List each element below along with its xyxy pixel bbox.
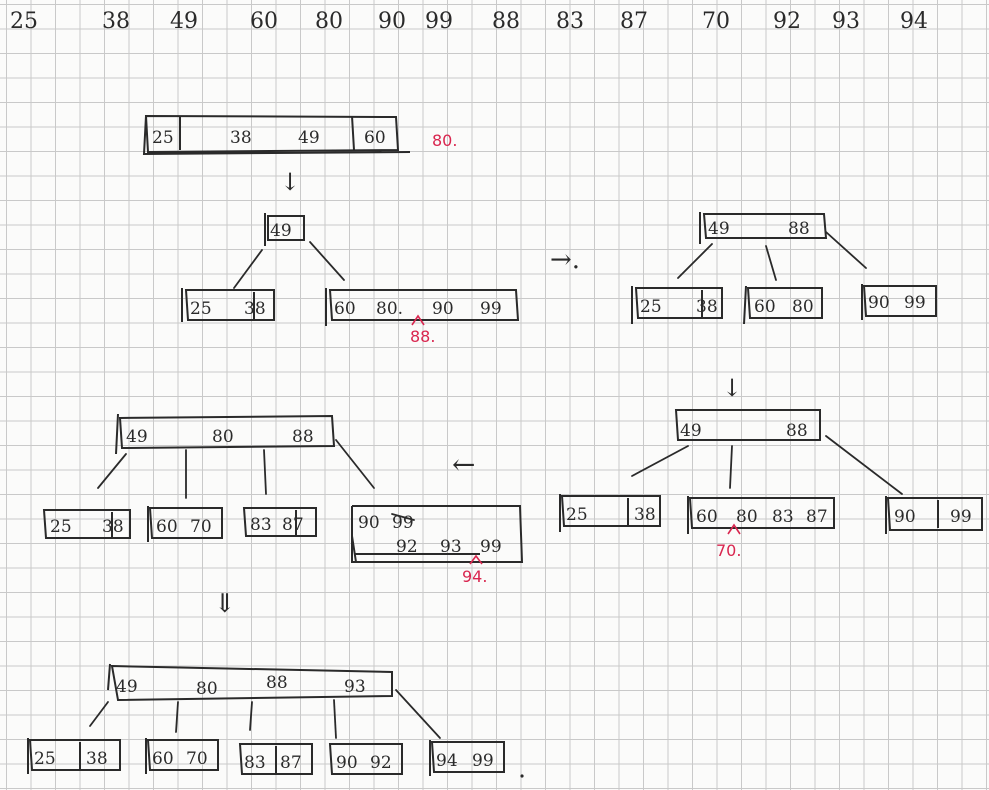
- node-key: 80: [196, 679, 218, 699]
- node-key: 60: [364, 128, 386, 148]
- left-arrow: ←: [452, 448, 475, 481]
- sequence-key: 93: [832, 9, 860, 34]
- node-key: 25: [640, 297, 662, 317]
- node-key: 60: [156, 517, 178, 537]
- node-key: 88: [266, 673, 288, 693]
- step6-tree: 49 80 88 93 25 38 60 70 83 87 90 92 94 9…: [27, 663, 524, 778]
- sequence-key: 94: [900, 9, 928, 34]
- node-key: 49: [126, 427, 148, 447]
- sequence-key: 70: [702, 9, 730, 34]
- node-key: 99: [950, 507, 972, 527]
- node-key: 92: [370, 753, 392, 773]
- sequence-key: 99: [425, 9, 453, 34]
- node-key: 83: [250, 515, 272, 535]
- node-key: 60: [334, 299, 356, 319]
- node-key: 38: [230, 128, 252, 148]
- node-key: 80: [792, 297, 814, 317]
- double-down-arrow: ⇓: [214, 589, 236, 619]
- sequence-key: 87: [620, 9, 648, 34]
- step4-tree: 49 88 25 38 60 80 83 87 70. 90 99: [559, 409, 983, 560]
- key-sequence: 25 38 49 60 80 90 99 88 83 87 70 92 93 9…: [10, 9, 928, 34]
- insert-note: 88.: [410, 327, 435, 346]
- node-key: 25: [566, 505, 588, 525]
- node-key: 38: [634, 505, 656, 525]
- step3-tree: 49 88 25 38 60 80 90 99: [631, 212, 937, 325]
- node-key: 38: [244, 299, 266, 319]
- down-arrow: ↓: [722, 374, 742, 402]
- node-key: 49: [270, 221, 292, 241]
- node-key: 38: [102, 517, 124, 537]
- insert-note: 94.: [462, 567, 487, 586]
- node-key: 88: [292, 427, 314, 447]
- node-key: 99: [392, 513, 414, 533]
- node-key: 87: [280, 753, 302, 773]
- node-key: 90: [358, 513, 380, 533]
- sequence-key: 80: [315, 9, 343, 34]
- node-key: 93: [344, 677, 366, 697]
- node-key: 49: [708, 219, 730, 239]
- sequence-key: 90: [378, 9, 406, 34]
- node-key: 80: [736, 507, 758, 527]
- step5-tree: 49 80 88 25 38 60 70 83 87 90 99 92 93 9…: [42, 413, 524, 586]
- node-key: 38: [86, 749, 108, 769]
- insert-note: 80.: [432, 131, 457, 150]
- node-key: 92: [396, 537, 418, 557]
- node-key: 88: [788, 219, 810, 239]
- node-key: 90: [432, 299, 454, 319]
- node-key: 90: [336, 753, 358, 773]
- node-key: 25: [152, 128, 174, 148]
- node-key: 99: [480, 299, 502, 319]
- right-arrow: →.: [550, 245, 580, 275]
- sequence-key: 83: [556, 9, 584, 34]
- node-key: 60: [152, 749, 174, 769]
- node-key: 90: [894, 507, 916, 527]
- node-key: 70: [186, 749, 208, 769]
- step2-tree: 49 25 38 60 80. 90 99 88.: [181, 213, 520, 346]
- node-key: 87: [806, 507, 828, 527]
- node-key: 90: [868, 293, 890, 313]
- node-key: 70: [190, 517, 212, 537]
- node-key: 87: [282, 515, 304, 535]
- node-key: 88: [786, 421, 808, 441]
- node-key: 60: [696, 507, 718, 527]
- node-key: 80: [212, 427, 234, 447]
- down-arrow: ↓: [280, 168, 300, 196]
- node-key: 93: [440, 537, 462, 557]
- node-key: 99: [904, 293, 926, 313]
- node-key: 99: [472, 751, 494, 771]
- node-key: 49: [298, 128, 320, 148]
- node-key: 60: [754, 297, 776, 317]
- node-key: 25: [34, 749, 56, 769]
- sequence-key: 49: [170, 9, 198, 34]
- node-key: 83: [772, 507, 794, 527]
- node-key: 25: [190, 299, 212, 319]
- sequence-key: 88: [492, 9, 520, 34]
- node-key: 49: [680, 421, 702, 441]
- node-key: 99: [480, 537, 502, 557]
- node-key: 25: [50, 517, 72, 537]
- node-key: 49: [116, 677, 138, 697]
- node-key: 38: [696, 297, 718, 317]
- sequence-key: 60: [250, 9, 278, 34]
- sequence-key: 25: [10, 9, 38, 34]
- sequence-key: 92: [773, 9, 801, 34]
- node-key: 83: [244, 753, 266, 773]
- step1-node: 25 38 49 60 80.: [142, 114, 457, 156]
- node-key: 94: [436, 751, 458, 771]
- insert-note: 70.: [716, 541, 741, 560]
- node-key: 80.: [376, 299, 403, 319]
- sequence-key: 38: [102, 9, 130, 34]
